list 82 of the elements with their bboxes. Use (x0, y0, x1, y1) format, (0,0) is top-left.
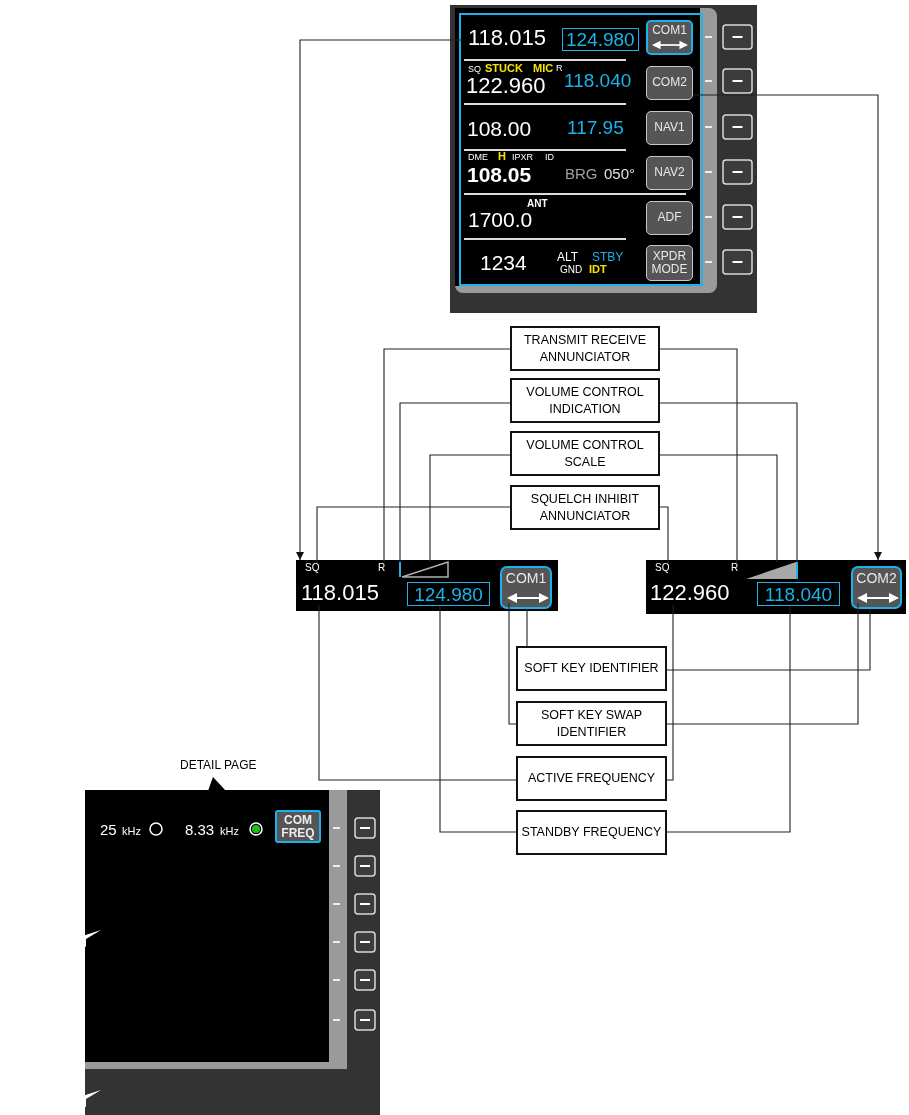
annunciator: R (556, 64, 563, 73)
leader-line (666, 602, 859, 725)
leader-line (659, 402, 798, 563)
leader-line (659, 348, 738, 564)
callout-box: VOLUME CONTROL SCALE (510, 431, 660, 476)
spacing-value: 25 (100, 822, 117, 837)
bearing-value: 050° (604, 166, 636, 181)
transponder-code: 1234 (480, 252, 527, 273)
soft-key: XPDR MODE (646, 245, 693, 281)
page-title: DETAIL PAGE (180, 759, 257, 771)
standby-frequency: 118.040 (757, 582, 840, 606)
frequency-readout: 118.040 (564, 71, 632, 90)
callout-box: VOLUME CONTROL INDICATION (510, 378, 660, 423)
leader-line (383, 348, 511, 564)
annunciator: ANT (527, 199, 548, 209)
unit-label: kHz (122, 826, 141, 837)
annunciator: ALT (557, 251, 579, 263)
leader-line (508, 602, 517, 725)
soft-key: COM1 (500, 566, 552, 609)
active-frequency: 118.015 (301, 580, 383, 605)
leader-line (318, 604, 517, 781)
volume-scale-triangle (746, 562, 796, 579)
leader-line (666, 608, 871, 671)
callout-box: SOFT KEY IDENTIFIER (516, 646, 667, 691)
soft-key: COM2 (646, 66, 693, 100)
annunciator: STUCK (485, 63, 523, 74)
annunciator: SQ (468, 65, 481, 74)
leader-line (316, 506, 511, 564)
leader-line (439, 605, 517, 833)
frequency-readout: 108.05 (467, 164, 532, 185)
leader-line (666, 604, 674, 781)
leader-line (659, 454, 778, 563)
callout-box: SOFT KEY SWAP IDENTIFIER (516, 701, 667, 746)
soft-key: COM2 (851, 566, 902, 609)
annunciator: STBY (592, 251, 624, 263)
annunciator: IDT (589, 264, 607, 275)
leader-line (666, 605, 791, 833)
active-frequency: 122.960 (650, 580, 732, 605)
leader-line (659, 506, 669, 564)
arrow (296, 39, 463, 561)
volume-indicator-bar (796, 562, 798, 579)
detail-page-display (85, 790, 380, 1115)
frequency-readout: 1700.0 (468, 209, 533, 230)
annunciator: ID (545, 153, 554, 162)
receive-annunciator: R (731, 563, 743, 574)
leader-line (526, 608, 528, 647)
com-display-strip (296, 560, 558, 611)
leader-line (429, 454, 511, 563)
annunciator: H (498, 151, 506, 162)
bearing-label: BRG (565, 166, 598, 181)
display-unit (450, 5, 757, 313)
soft-key: NAV2 (646, 156, 693, 190)
callout-box: SQUELCH INHIBIT ANNUNCIATOR (510, 485, 660, 530)
frequency-readout: 117.95 (567, 118, 624, 137)
callout-box: ACTIVE FREQUENCY (516, 756, 667, 801)
unit-label: kHz (220, 826, 239, 837)
annunciator: DME (468, 153, 488, 162)
standby-frequency: 124.980 (407, 582, 490, 606)
swap-arrow-icon (857, 591, 899, 605)
callout-box: TRANSMIT RECEIVE ANNUNCIATOR (510, 326, 660, 371)
soft-key: COM1 (646, 20, 693, 55)
soft-key: NAV1 (646, 111, 693, 145)
volume-indicator-bar (399, 562, 401, 577)
receive-annunciator: R (378, 563, 390, 574)
soft-key: COM FREQ (275, 810, 321, 843)
annunciator: MIC (533, 63, 554, 74)
volume-scale-triangle (402, 562, 448, 577)
arrow (692, 94, 882, 561)
squelch-annunciator: SQ (655, 563, 671, 574)
active-frequency: 118.015 (468, 27, 546, 49)
com-display-strip (646, 560, 906, 614)
standby-frequency: 124.980 (562, 28, 639, 51)
frequency-readout: 108.00 (467, 118, 532, 139)
callout-box: STANDBY FREQUENCY (516, 810, 667, 855)
annunciator: GND (560, 265, 583, 275)
spacing-value: 8.33 (185, 822, 215, 837)
leader-line (399, 402, 511, 563)
swap-arrow-icon (507, 591, 549, 605)
squelch-annunciator: SQ (305, 563, 321, 574)
soft-key: ADF (646, 201, 693, 235)
annunciator: IPXR (512, 153, 533, 162)
frequency-readout: 122.960 (466, 75, 546, 97)
